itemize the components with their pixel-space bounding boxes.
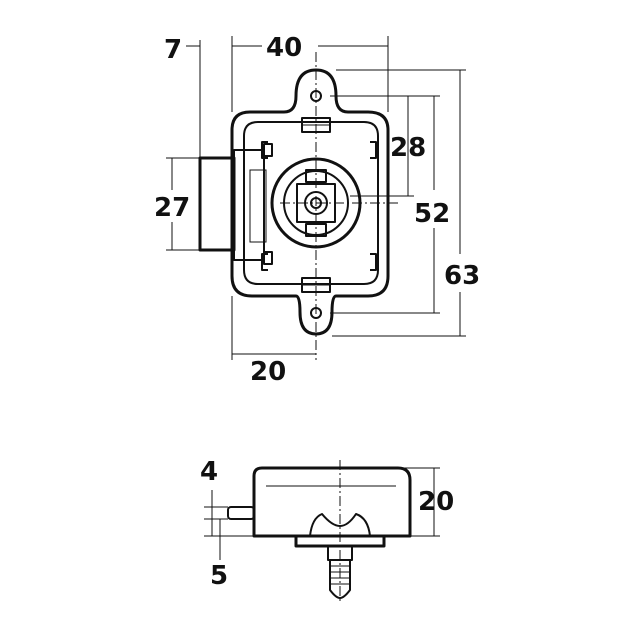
side-body (252, 466, 412, 538)
side-cam (309, 513, 371, 537)
bolt-block (198, 156, 236, 252)
side-spindle-thread (329, 559, 351, 599)
housing-slot-bottom-right (370, 253, 377, 271)
front-view: 7 40 28 52 63 27 20 (154, 33, 480, 387)
side-bolt (227, 506, 255, 520)
dim-4-label: 4 (200, 457, 218, 487)
dim-27-label: 27 (154, 193, 190, 223)
mounting-plate-outline (230, 68, 390, 336)
inner-housing (243, 121, 379, 285)
bolt-tab-top (263, 143, 273, 157)
dim-5-label: 5 (210, 561, 228, 591)
dim-40-label: 40 (266, 33, 302, 63)
dim-52-label: 52 (414, 199, 450, 229)
dim-20s-label: 20 (418, 487, 454, 517)
bolt-tab-bottom (263, 251, 273, 265)
dim-63-label: 63 (444, 261, 480, 291)
dim-20f-label: 20 (250, 357, 286, 387)
side-view: 4 5 20 (200, 457, 454, 604)
housing-slot-top-right (370, 141, 377, 159)
dim-7-label: 7 (164, 35, 182, 65)
dim-28-label: 28 (390, 133, 426, 163)
bolt-plate (233, 149, 265, 261)
bolt-inner (249, 169, 267, 243)
